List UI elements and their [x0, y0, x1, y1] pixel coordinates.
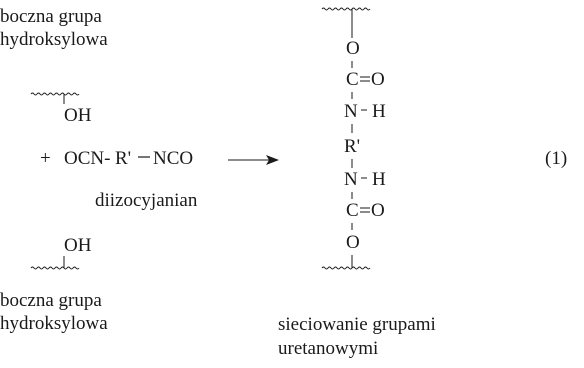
left-bottom-label-line2: hydroksylowa [0, 313, 108, 334]
reagent-name: diizocyjanian [95, 190, 198, 211]
chain-n-bottom: N [344, 169, 358, 190]
reaction-arrow-icon [228, 155, 279, 165]
equation-number: (1) [545, 148, 567, 169]
left-top-oh: OH [64, 105, 92, 126]
left-top-label-line1: boczna grupa [0, 6, 102, 27]
right-top-polymer-chain [321, 7, 371, 11]
chain-n-top: N [344, 101, 358, 122]
left-top-label-line2: hydroksylowa [0, 29, 108, 50]
product-label-line1: sieciowanie grupami [278, 314, 436, 335]
chain-o-top: O [346, 38, 360, 59]
right-bottom-polymer-chain [321, 266, 371, 270]
chain-o-bottom: O [346, 232, 360, 253]
left-top-polymer-chain [30, 92, 80, 96]
chain-r-prime: R' [344, 136, 360, 157]
product-label-line2: uretanowymi [278, 338, 378, 359]
plus-sign: + [40, 148, 51, 169]
chain-o-double-bottom: O [371, 200, 385, 221]
reagent-formula-prefix: OCN- [64, 148, 110, 169]
chain-o-double-top: O [371, 69, 385, 90]
left-bottom-oh: OH [64, 235, 92, 256]
reagent-formula-suffix: NCO [153, 148, 193, 169]
reagent-r-prime: R' [115, 148, 131, 169]
chain-c-bottom: C [346, 200, 359, 221]
chain-c-top: C [346, 69, 359, 90]
chain-h-bottom: H [372, 169, 386, 190]
chain-h-top: H [372, 101, 386, 122]
left-bottom-label-line1: boczna grupa [0, 290, 102, 311]
left-bottom-polymer-chain [30, 266, 80, 270]
